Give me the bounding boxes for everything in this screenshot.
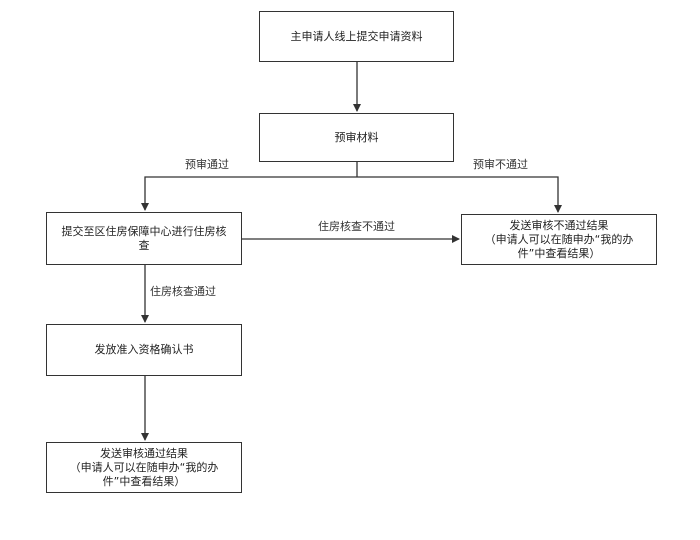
edge-prereview-fail <box>357 176 562 213</box>
housing-check-node: 提交至区住房保障中心进行住房核查 <box>46 212 242 265</box>
fail-result-line-3: 件”中查看结果） <box>517 246 601 260</box>
label-prereview-pass: 预审通过 <box>185 158 229 171</box>
edge-prereview-pass <box>141 176 357 211</box>
submit-application-text: 主申请人线上提交申请资料 <box>290 29 423 43</box>
prereview-node: 预审材料 <box>259 113 454 162</box>
submit-application-node: 主申请人线上提交申请资料 <box>259 11 454 62</box>
housing-check-text: 提交至区住房保障中心进行住房核查 <box>61 224 227 252</box>
fail-result-node: 发送审核不通过结果 （申请人可以在随申办“我的办 件”中查看结果） <box>461 214 657 265</box>
pass-result-line-2: （申请人可以在随申办“我的办 <box>69 460 219 474</box>
pass-result-node: 发送审核通过结果 （申请人可以在随申办“我的办 件”中查看结果） <box>46 442 242 493</box>
pass-result-line-3: 件”中查看结果） <box>102 474 186 488</box>
prereview-text: 预审材料 <box>334 130 379 144</box>
label-prereview-fail: 预审不通过 <box>473 158 528 171</box>
issue-certificate-text: 发放准入资格确认书 <box>94 343 194 356</box>
label-housing-pass: 住房核查通过 <box>150 285 216 298</box>
fail-result-line-1: 发送审核不通过结果 <box>509 218 609 232</box>
fail-result-text: 发送审核不通过结果 （申请人可以在随申办“我的办 件”中查看结果） <box>485 219 634 261</box>
fail-result-line-2: （申请人可以在随申办“我的办 <box>484 232 634 246</box>
pass-result-text: 发送审核通过结果 （申请人可以在随申办“我的办 件”中查看结果） <box>70 447 219 489</box>
pass-result-line-1: 发送审核通过结果 <box>99 446 188 460</box>
issue-certificate-node: 发放准入资格确认书 <box>46 324 242 376</box>
label-housing-fail: 住房核查不通过 <box>318 220 395 233</box>
